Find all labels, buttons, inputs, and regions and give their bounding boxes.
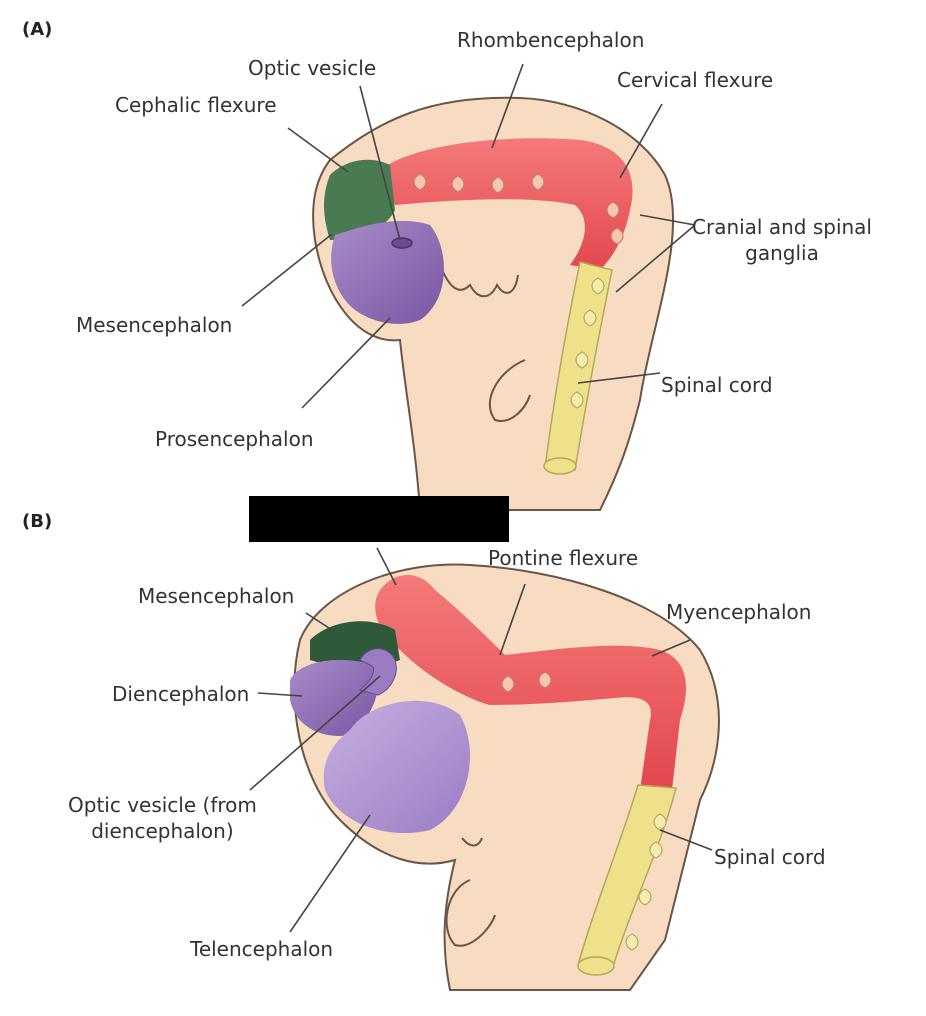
mesencephalon-a [324,159,395,240]
label-diencephalon-b: Diencephalon [112,682,250,706]
pharyngeal-arches-b [461,837,483,847]
limb-bud-a [488,359,531,422]
label-prosencephalon-a: Prosencephalon [155,427,314,451]
label-spinal-cord-a: Spinal cord [661,373,773,397]
spinal-cord-end-a [543,457,577,475]
optic-vesicle-a [391,237,413,249]
label-pontine-flexure-b: Pontine flexure [488,546,639,570]
ganglia-a [413,173,624,409]
label-telencephalon-b: Telencephalon [190,937,334,961]
label-spinal-cord-b: Spinal cord [714,845,826,869]
panel-a-drawing [241,63,696,511]
panel-b-tag: (B) [22,511,53,532]
label-optic-vesicle-b: Optic vesicle (from diencephalon) [68,793,257,843]
redaction-box [249,496,509,542]
ganglia-b [501,671,667,951]
optic-vesicle-b [358,648,397,696]
limb-bud-b [445,879,496,947]
rhombencephalon-a [380,138,633,270]
pharyngeal-arches-a [439,264,519,298]
telencephalon-b [323,700,470,834]
label-mesencephalon-b: Mesencephalon [138,584,295,608]
leader-lines-b [249,547,713,933]
label-myencephalon-b: Myencephalon [666,600,812,624]
diencephalon-b [290,660,379,736]
label-mesencephalon-a: Mesencephalon [76,313,233,337]
label-cranial-spinal-ganglia-a: Cranial and spinal ganglia [692,215,872,265]
label-optic-vesicle-a: Optic vesicle [248,56,377,80]
leader-lines-a [241,63,696,409]
label-rhombencephalon-a: Rhombencephalon [457,28,645,52]
label-cephalic-flexure-a: Cephalic flexure [115,93,277,117]
panel-b-drawing [249,547,720,991]
spinal-cord-end-b [577,956,615,976]
metencephalon-b [375,575,686,790]
label-cervical-flexure-a: Cervical flexure [617,68,774,92]
panel-a-tag: (A) [22,19,53,40]
prosencephalon-a [331,220,444,324]
